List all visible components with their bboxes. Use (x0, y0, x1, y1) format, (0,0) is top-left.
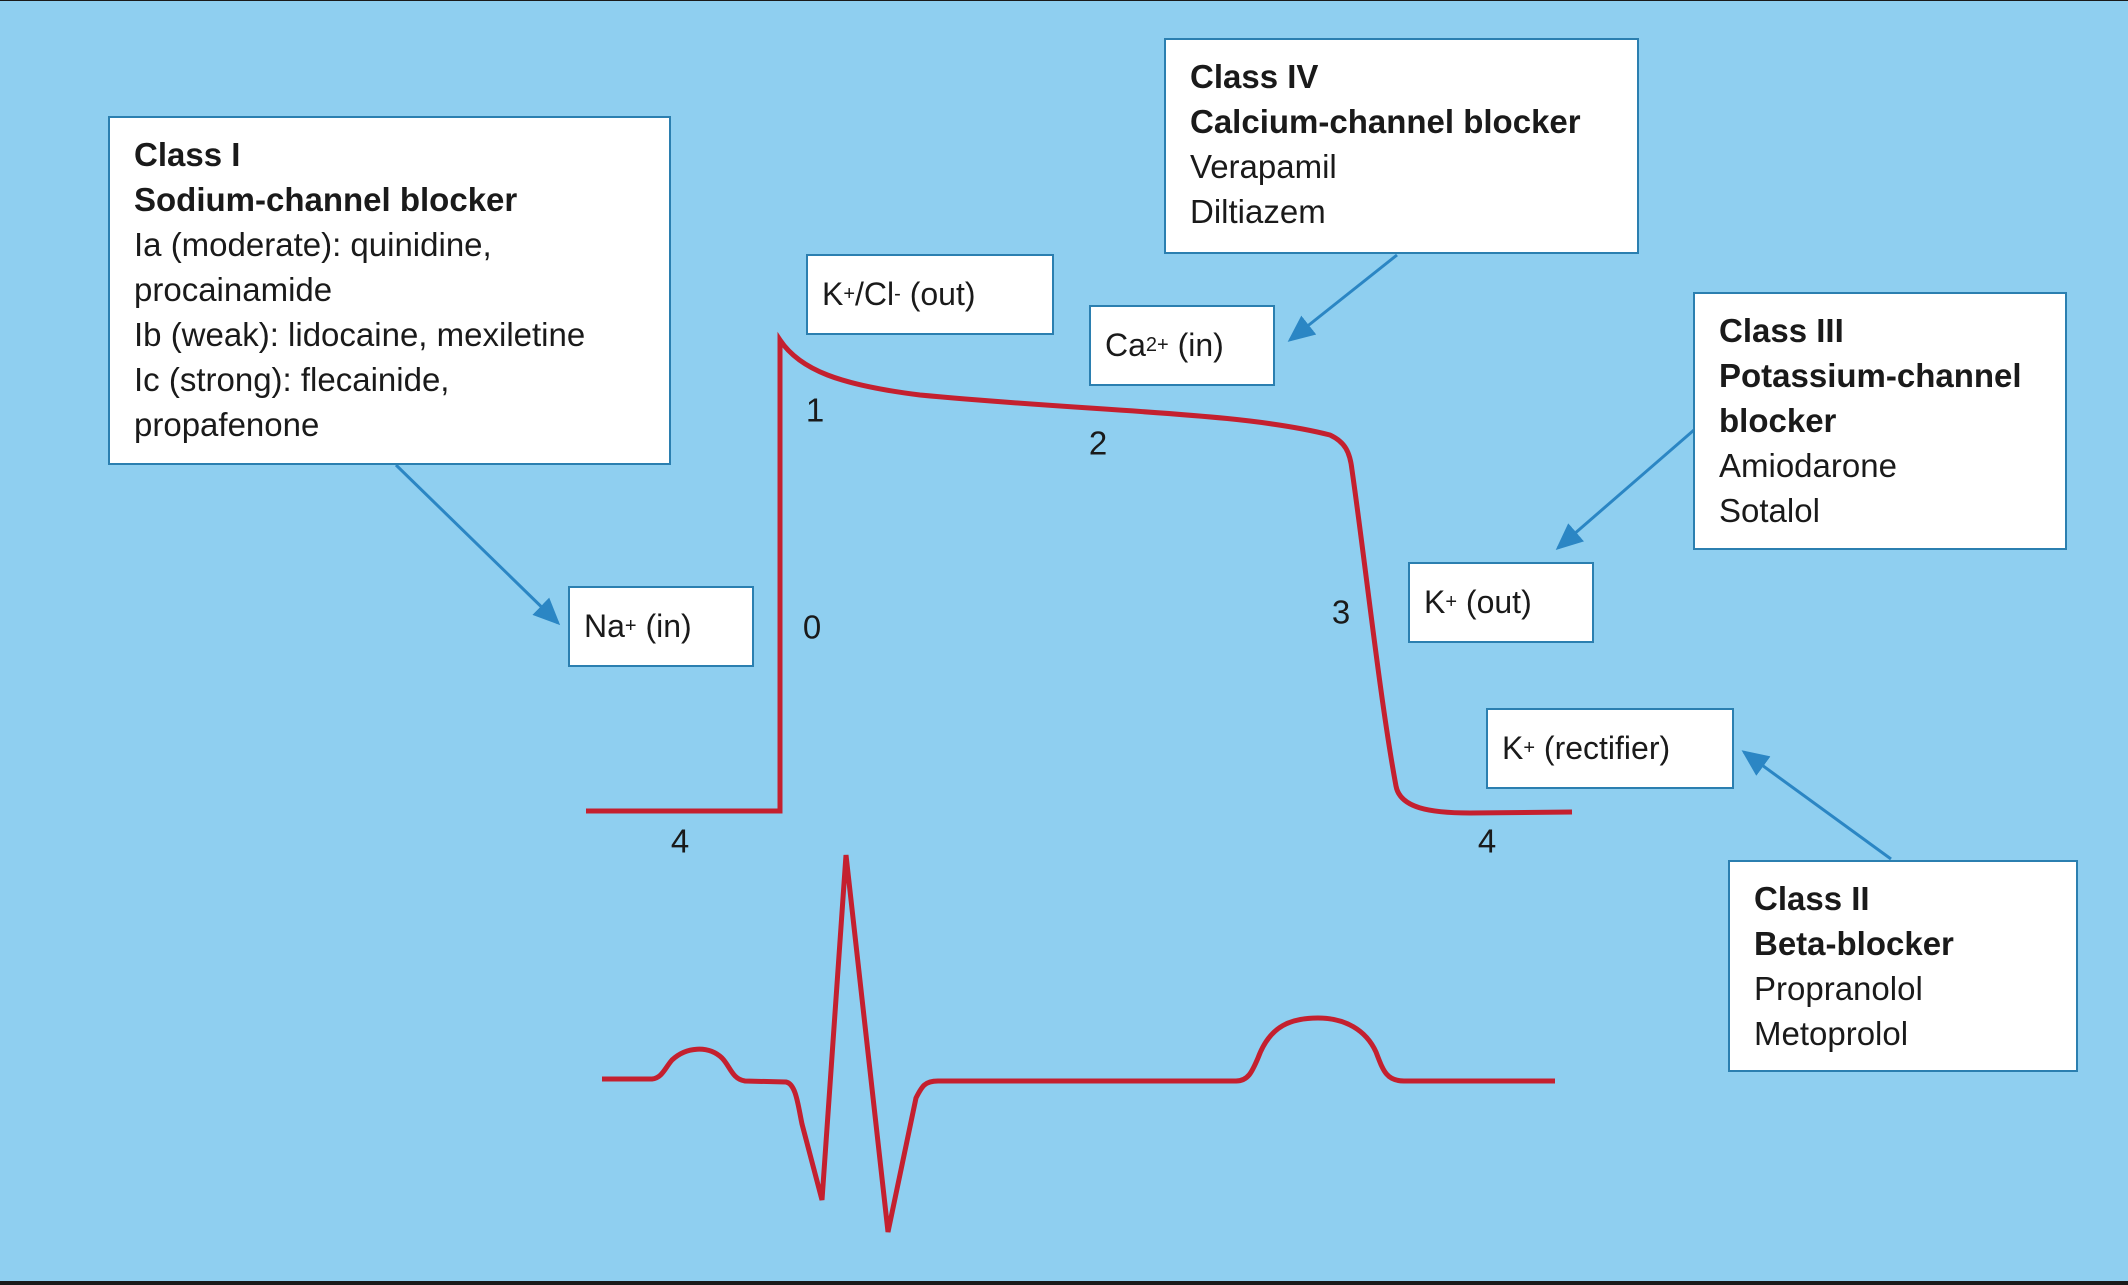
class3-line-2: Sotalol (1719, 492, 1820, 529)
class1-line-4: Ic (strong): flecainide, (134, 361, 450, 398)
arrow-class1-to-na (394, 463, 561, 626)
class2-title: Class II (1754, 880, 1870, 917)
class3-subtitle-2: blocker (1719, 402, 1837, 439)
phase-1-label: 1 (805, 391, 825, 429)
ion-k-cl-out: K+/Cl- (out) (806, 254, 1054, 335)
ecg-trace (602, 854, 1555, 1233)
phase-3-label: 3 (1331, 593, 1351, 631)
class1-line-1: Ia (moderate): quinidine, (134, 226, 492, 263)
class3-line-1: Amiodarone (1719, 447, 1897, 484)
class2-subtitle: Beta-blocker (1754, 925, 1954, 962)
class1-line-2: procainamide (134, 271, 333, 308)
action-potential-trace (586, 331, 1573, 816)
class3-subtitle-1: Potassium-channel (1719, 357, 2022, 394)
phase-2-label: 2 (1088, 424, 1108, 462)
class4-subtitle: Calcium-channel blocker (1190, 103, 1581, 140)
class1-box: Class I Sodium-channel blocker Ia (moder… (108, 116, 671, 465)
class2-box: Class II Beta-blocker Propranolol Metopr… (1728, 860, 2078, 1072)
ion-k-rectifier: K+ (rectifier) (1486, 708, 1734, 789)
bottom-border (0, 1281, 2128, 1285)
class1-line-5: propafenone (134, 406, 320, 443)
class3-box: Class III Potassium-channel blocker Amio… (1693, 292, 2067, 550)
arrow-class2-to-k-rectifier (1741, 750, 1892, 861)
class1-line-3: Ib (weak): lidocaine, mexiletine (134, 316, 586, 353)
phase-4-left-label: 4 (670, 822, 690, 860)
ion-na-in: Na+ (in) (568, 586, 754, 667)
class4-title: Class IV (1190, 58, 1319, 95)
top-border (0, 0, 2128, 1)
arrow-class3-to-k-out (1555, 428, 1695, 550)
class1-subtitle: Sodium-channel blocker (134, 181, 518, 218)
class2-line-2: Metoprolol (1754, 1015, 1909, 1052)
class3-title: Class III (1719, 312, 1844, 349)
ion-k-out: K+ (out) (1408, 562, 1594, 643)
phase-4-right-label: 4 (1477, 822, 1497, 860)
class2-line-1: Propranolol (1754, 970, 1923, 1007)
class4-box: Class IV Calcium-channel blocker Verapam… (1164, 38, 1639, 254)
phase-0-label: 0 (802, 608, 822, 646)
class4-line-2: Diltiazem (1190, 193, 1326, 230)
arrow-class4-to-ca (1287, 253, 1398, 342)
class4-line-1: Verapamil (1190, 148, 1337, 185)
class1-title: Class I (134, 136, 241, 173)
